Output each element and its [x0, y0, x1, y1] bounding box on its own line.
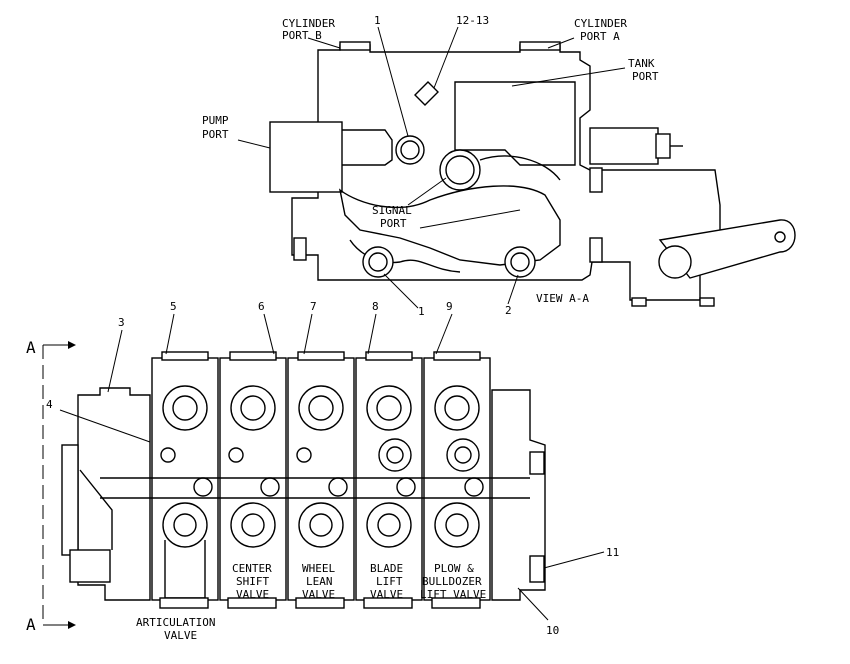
- inlet-side-plate: [61, 444, 79, 556]
- inlet-section: [77, 387, 151, 601]
- inlet-nut: [69, 549, 111, 583]
- cylinder-port-a-label: CYLINDER: [574, 17, 627, 30]
- plow-bulldozer-label-3: LIFT VALVE: [420, 588, 486, 601]
- callout-12-13: 12-13: [456, 14, 489, 27]
- inlet-contour: [79, 469, 113, 550]
- cylinder-port-a-label-2: PORT A: [580, 30, 620, 43]
- wheel-lean-label-3: VALVE: [302, 588, 335, 601]
- foot-right: [699, 297, 715, 307]
- callout-9: 9: [446, 300, 453, 313]
- pump-port-boss: [342, 129, 393, 166]
- callout-6: 6: [258, 300, 265, 313]
- cylinder-port-b-label: CYLINDER: [282, 17, 335, 30]
- blade-lift-label: BLADE: [370, 562, 403, 575]
- foot-left: [631, 297, 647, 307]
- plow-bulldozer-label-2: BULLDOZER: [422, 575, 482, 588]
- tank-port-label-2: PORT: [632, 70, 659, 83]
- side-bolt-right: [589, 237, 603, 263]
- articulation-valve-label-2: VALVE: [164, 629, 197, 642]
- section-marker-bottom: A: [26, 615, 36, 634]
- valve-section-blade-lift: [355, 351, 423, 609]
- valve-section-center-shift: [219, 351, 287, 609]
- section-marker-top: A: [26, 338, 36, 357]
- view-title: VIEW A-A: [536, 292, 589, 305]
- bolt-1-top: [395, 135, 425, 165]
- body-contour: [349, 239, 461, 273]
- side-bolt-left: [293, 237, 307, 261]
- side-view: A A: [26, 300, 619, 642]
- valve-section-wheel-lean: [287, 351, 355, 609]
- callout-7: 7: [310, 300, 317, 313]
- bolt-2: [504, 246, 536, 278]
- outlet-section: [491, 389, 546, 601]
- pump-port-fitting: [269, 121, 343, 193]
- signal-port-cavity: [338, 185, 561, 266]
- blade-lift-label-3: VALVE: [370, 588, 403, 601]
- wheel-lean-label-2: LEAN: [306, 575, 333, 588]
- pump-port-label-2: PORT: [202, 128, 229, 141]
- center-shift-label-2: SHIFT: [236, 575, 269, 588]
- port-b-tab: [339, 41, 371, 51]
- callout-2: 2: [505, 304, 512, 317]
- center-shift-label: CENTER: [232, 562, 272, 575]
- callout-10: 10: [546, 624, 559, 637]
- center-shift-label-3: VALVE: [236, 588, 269, 601]
- lever-arm: [658, 219, 796, 279]
- callout-11: 11: [606, 546, 619, 559]
- callout-1-bottom: 1: [418, 305, 425, 318]
- signal-port-fitting: [439, 149, 481, 191]
- tank-port-block: [454, 81, 576, 166]
- articulation-valve-label: ARTICULATION: [136, 616, 215, 629]
- right-fitting: [589, 127, 659, 165]
- callout-3: 3: [118, 316, 125, 329]
- side-bolt-right-upper: [589, 167, 603, 193]
- lever-hub: [658, 245, 692, 279]
- callout-5: 5: [170, 300, 177, 313]
- tank-port-label: TANK: [628, 57, 655, 70]
- body-contour-2: [479, 155, 561, 181]
- bolt-1-bottom: [362, 246, 394, 278]
- callout-1-top: 1: [374, 14, 381, 27]
- valve-section-articulation: [151, 351, 219, 609]
- blade-lift-label-2: LIFT: [376, 575, 403, 588]
- plow-bulldozer-label: PLOW &: [434, 562, 474, 575]
- plug-12-13: [414, 81, 439, 106]
- pump-port-label: PUMP: [202, 114, 229, 127]
- view-aa: CYLINDER PORT B CYLINDER PORT A TANK POR…: [202, 14, 796, 318]
- callout-8: 8: [372, 300, 379, 313]
- lever-pin: [774, 231, 786, 243]
- wheel-lean-label: WHEEL: [302, 562, 335, 575]
- outlet-plug-lower: [529, 555, 545, 583]
- outlet-plug-upper: [529, 451, 545, 475]
- cylinder-port-b-label-2: PORT B: [282, 29, 322, 42]
- signal-port-label: SIGNAL: [372, 204, 412, 217]
- port-a-tab: [519, 41, 561, 51]
- right-fitting-nut: [655, 133, 671, 159]
- signal-port-label-2: PORT: [380, 217, 407, 230]
- callout-4: 4: [46, 398, 53, 411]
